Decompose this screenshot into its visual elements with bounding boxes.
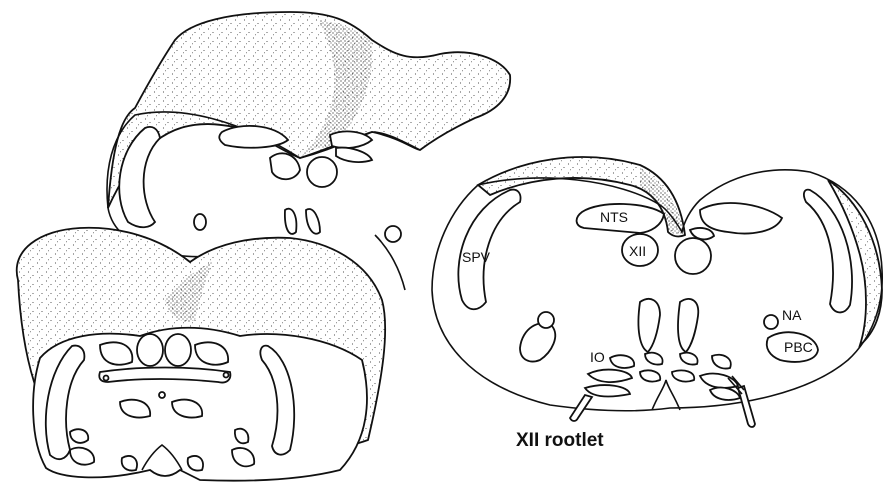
rostral-nucleus-4 xyxy=(307,157,337,187)
labeled-io-6 xyxy=(640,370,660,381)
caudal-left-dot-left xyxy=(104,376,109,381)
labeled-right-dorsal-nucleus xyxy=(700,203,782,233)
labeled-io-1 xyxy=(610,355,634,368)
rostral-nucleus-7 xyxy=(285,209,296,234)
labeled-left-pair-nucleus-top xyxy=(538,312,554,328)
labeled-io-2 xyxy=(645,353,663,365)
rostral-nucleus-3 xyxy=(270,153,300,179)
caudal-left-nucleus-h xyxy=(70,429,88,443)
labeled-io-3 xyxy=(680,353,698,365)
caudal-left-canal xyxy=(159,392,165,398)
caudal-left-nucleus-l xyxy=(122,456,137,471)
label-pbc: PBC xyxy=(784,339,813,355)
label-xii: XII xyxy=(629,243,646,259)
rostral-nucleus-6 xyxy=(194,214,206,230)
labeled-medulla-section: SPV NTS XII NA PBC IO XII rootlet xyxy=(432,157,882,451)
labeled-medial-left xyxy=(638,299,660,352)
labeled-left-pair-nucleus xyxy=(520,323,555,361)
caudal-left-section xyxy=(17,228,385,481)
rostral-nucleus-9 xyxy=(385,226,401,242)
labeled-io-5 xyxy=(588,370,632,382)
caudal-left-dot-right xyxy=(224,373,229,378)
label-io: IO xyxy=(590,349,605,365)
caudal-left-nucleus-b xyxy=(137,334,163,366)
rostral-nucleus-8 xyxy=(306,209,320,234)
rostral-nucleus-5 xyxy=(336,148,372,162)
caudal-left-nucleus-c xyxy=(165,334,191,366)
caudal-left-nucleus-i xyxy=(235,429,248,444)
labeled-na xyxy=(764,315,778,329)
label-na: NA xyxy=(782,307,802,323)
labeled-io-10 xyxy=(710,388,740,400)
labeled-io-7 xyxy=(672,370,694,381)
labeled-io-9 xyxy=(585,385,630,396)
label-spv: SPV xyxy=(462,249,491,265)
caudal-left-nucleus-m xyxy=(188,456,203,471)
label-nts: NTS xyxy=(600,209,628,225)
rostral-right-edge xyxy=(375,235,405,290)
labeled-right-round-nucleus xyxy=(675,238,711,274)
labeled-io-4 xyxy=(712,355,731,369)
labeled-ventral-fissure xyxy=(652,380,680,410)
label-xii-rootlet: XII rootlet xyxy=(516,430,604,451)
labeled-medial-right xyxy=(678,299,698,352)
